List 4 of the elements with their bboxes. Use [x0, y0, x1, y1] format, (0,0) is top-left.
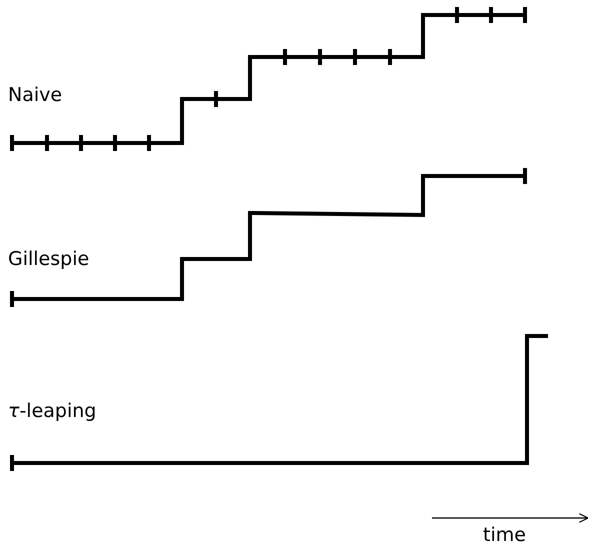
axis-label: time	[483, 524, 526, 546]
row-label: Gillespie	[8, 248, 90, 270]
row-label: Naive	[8, 84, 62, 106]
row-label: τ-leaping	[8, 400, 96, 422]
